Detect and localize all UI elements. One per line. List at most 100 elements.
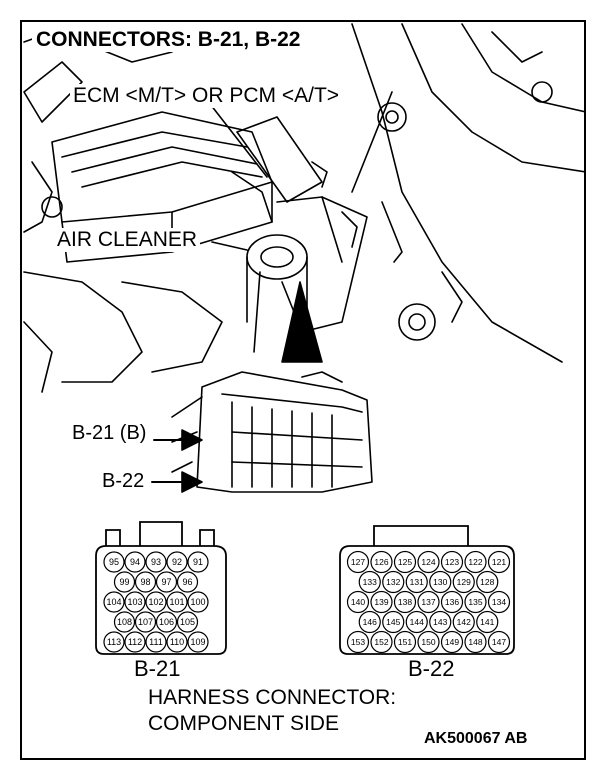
b22-pin-label: 122 <box>468 557 482 567</box>
b22-pin <box>417 550 440 574</box>
b22-pin <box>429 610 452 634</box>
b21-pin-label: 95 <box>109 557 119 567</box>
b21-pin-label: 91 <box>193 557 203 567</box>
b22-pin-label: 137 <box>421 597 435 607</box>
b22-pin-label: 140 <box>351 597 365 607</box>
b21-pin-label: 105 <box>180 617 195 627</box>
b22-pin-label: 150 <box>421 637 435 647</box>
b22-pin-label: 144 <box>410 617 424 627</box>
b22-pin <box>405 570 428 594</box>
b21-pin <box>176 611 199 633</box>
b21-pin <box>124 591 146 613</box>
b21-pin-label: 113 <box>107 637 121 647</box>
b22-pin <box>464 590 487 614</box>
b22-pin <box>417 630 440 654</box>
b21-pin-label: 110 <box>170 637 184 647</box>
b22-pin <box>370 550 393 574</box>
b21-pin <box>113 611 136 633</box>
b22-pin <box>464 630 487 654</box>
b21-pin-label: 101 <box>169 597 184 607</box>
b22-pin-label: 134 <box>492 597 506 607</box>
b22-pin <box>452 570 475 594</box>
b22-pin <box>358 610 381 634</box>
b21-pin <box>187 551 209 573</box>
b22-pin <box>358 570 381 594</box>
b21-pin-label: 104 <box>106 597 121 607</box>
b21-pin-label: 103 <box>127 597 142 607</box>
b22-pin-label: 133 <box>363 577 377 587</box>
b22-caption: B-22 <box>408 656 455 681</box>
b22-pin-label: 132 <box>386 577 400 587</box>
b22-pin-label: 139 <box>374 597 388 607</box>
b21-pin <box>176 571 199 593</box>
b22-pin <box>487 630 511 654</box>
b21-pin-label: 108 <box>117 617 132 627</box>
b22-pin <box>393 590 417 614</box>
b21-pin-label: 92 <box>172 557 182 567</box>
b22-pin-label: 149 <box>445 637 459 647</box>
b21-pin-label: 94 <box>130 557 140 567</box>
b21-pin <box>155 611 178 633</box>
b21-pin-label: 106 <box>159 617 174 627</box>
b22-pin-label: 124 <box>421 557 435 567</box>
b21-pin-label: 96 <box>182 577 192 587</box>
b22-pointer-label: B-22 <box>102 470 145 492</box>
b22-pin <box>476 610 499 634</box>
diagram-title: CONNECTORS: B-21, B-22 <box>32 28 305 52</box>
b22-pin <box>370 630 393 654</box>
b21-pin <box>166 591 188 613</box>
b22-pin <box>382 610 405 634</box>
b21-pin <box>124 551 146 573</box>
air-cleaner-label: AIR CLEANER <box>54 228 201 252</box>
b22-pin-label: 141 <box>480 617 494 627</box>
b21-pin <box>155 571 178 593</box>
b22-pin <box>452 610 475 634</box>
b22-pin-label: 142 <box>457 617 471 627</box>
b22-pin-label: 128 <box>480 577 494 587</box>
ecm-label: ECM <M/T> OR PCM <A/T> <box>70 84 343 108</box>
b22-pin <box>370 590 393 614</box>
figure-code: AK500067 AB <box>424 730 528 747</box>
b21-pin-label: 97 <box>161 577 171 587</box>
b21-pin <box>134 571 157 593</box>
b22-pin-label: 135 <box>468 597 482 607</box>
b22-pin <box>393 550 417 574</box>
b21-pin <box>134 611 157 633</box>
b22-pin-label: 143 <box>433 617 447 627</box>
b22-pin <box>429 570 452 594</box>
b22-pin <box>346 630 370 654</box>
b22-pin-label: 145 <box>386 617 400 627</box>
b22-pin-label: 151 <box>398 637 412 647</box>
b21-pin-label: 111 <box>149 637 163 647</box>
b22-pin-label: 138 <box>398 597 412 607</box>
b21-pin <box>124 631 146 653</box>
b21-pin-label: 109 <box>190 637 205 647</box>
b22-pin-label: 127 <box>351 557 365 567</box>
b22-pin-label: 129 <box>457 577 471 587</box>
b21-pin-label: 112 <box>128 637 142 647</box>
b22-pin <box>487 590 511 614</box>
b21-pin <box>103 551 125 573</box>
footer-line-2: COMPONENT SIDE <box>148 712 339 735</box>
b22-pin <box>417 590 440 614</box>
b21-pin <box>187 631 209 653</box>
b22-pin <box>346 550 370 574</box>
b22-pin <box>346 590 370 614</box>
b22-pin <box>440 630 464 654</box>
b21-pin <box>113 571 136 593</box>
b22-pin <box>393 630 417 654</box>
b21-pin-label: 107 <box>138 617 153 627</box>
b22-pin <box>476 570 499 594</box>
b21-pin <box>103 591 125 613</box>
b21-pin <box>166 631 188 653</box>
b22-pin-label: 121 <box>492 557 506 567</box>
b22-pin-label: 153 <box>351 637 365 647</box>
b22-pin-label: 130 <box>433 577 447 587</box>
b21-pin-label: 102 <box>148 597 163 607</box>
b21-pin-label: 100 <box>190 597 205 607</box>
b21-pin <box>145 551 167 573</box>
b21-pin <box>166 551 188 573</box>
b21-pin <box>145 591 167 613</box>
